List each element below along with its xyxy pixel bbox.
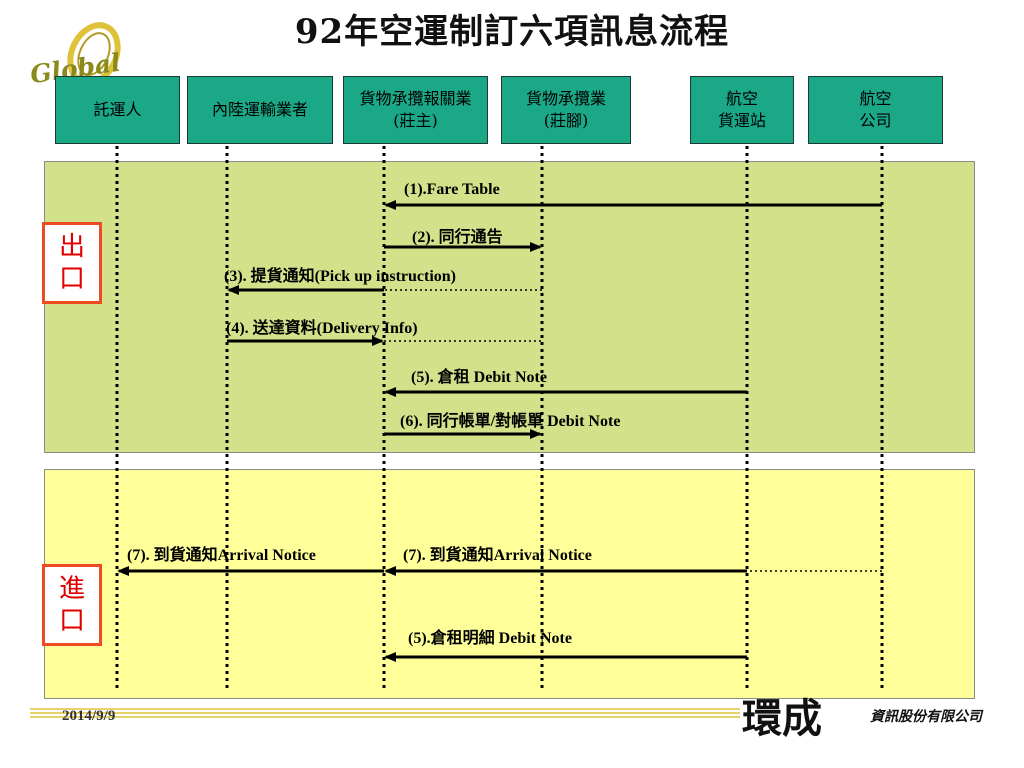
msg-2-label: (2). 同行通告 <box>412 229 503 246</box>
actor-forwarder-agent: 貨物承攬業 (莊腳) <box>501 76 631 144</box>
msg-3-label: (3). 提貨通知(Pick up instruction) <box>224 268 457 285</box>
msg-5-label: (5). 倉租 Debit Note <box>411 369 547 386</box>
actor-shipper: 託運人 <box>55 76 180 144</box>
company-name: 資訊股份有限公司 <box>870 709 982 725</box>
msg-7a-label: (7). 到貨通知Arrival Notice <box>127 547 316 564</box>
actor-air-cargo-terminal: 航空 貨運站 <box>690 76 794 144</box>
import-section-label: 進 口 <box>42 564 102 646</box>
company-logo-mark: 環成 <box>742 695 822 742</box>
import-panel <box>44 469 975 699</box>
msg-4-label: (4). 送達資料(Delivery Info) <box>226 320 418 337</box>
msg-5b-label: (5).倉租明細 Debit Note <box>408 630 572 647</box>
msg-1-label: (1).Fare Table <box>404 181 500 198</box>
actor-forwarder-master: 貨物承攬報關業 (莊主) <box>343 76 488 144</box>
footer-rule <box>30 708 740 718</box>
actor-airline: 航空 公司 <box>808 76 943 144</box>
footer-date: 2014/9/9 <box>62 708 116 724</box>
page-title: 92年空運制訂六項訊息流程 <box>294 12 730 52</box>
msg-6-label: (6). 同行帳單/對帳單 Debit Note <box>400 413 621 430</box>
export-section-label: 出 口 <box>42 222 102 304</box>
export-panel <box>44 161 975 453</box>
actor-inland-carrier: 內陸運輸業者 <box>187 76 333 144</box>
msg-7b-label: (7). 到貨通知Arrival Notice <box>403 547 592 564</box>
